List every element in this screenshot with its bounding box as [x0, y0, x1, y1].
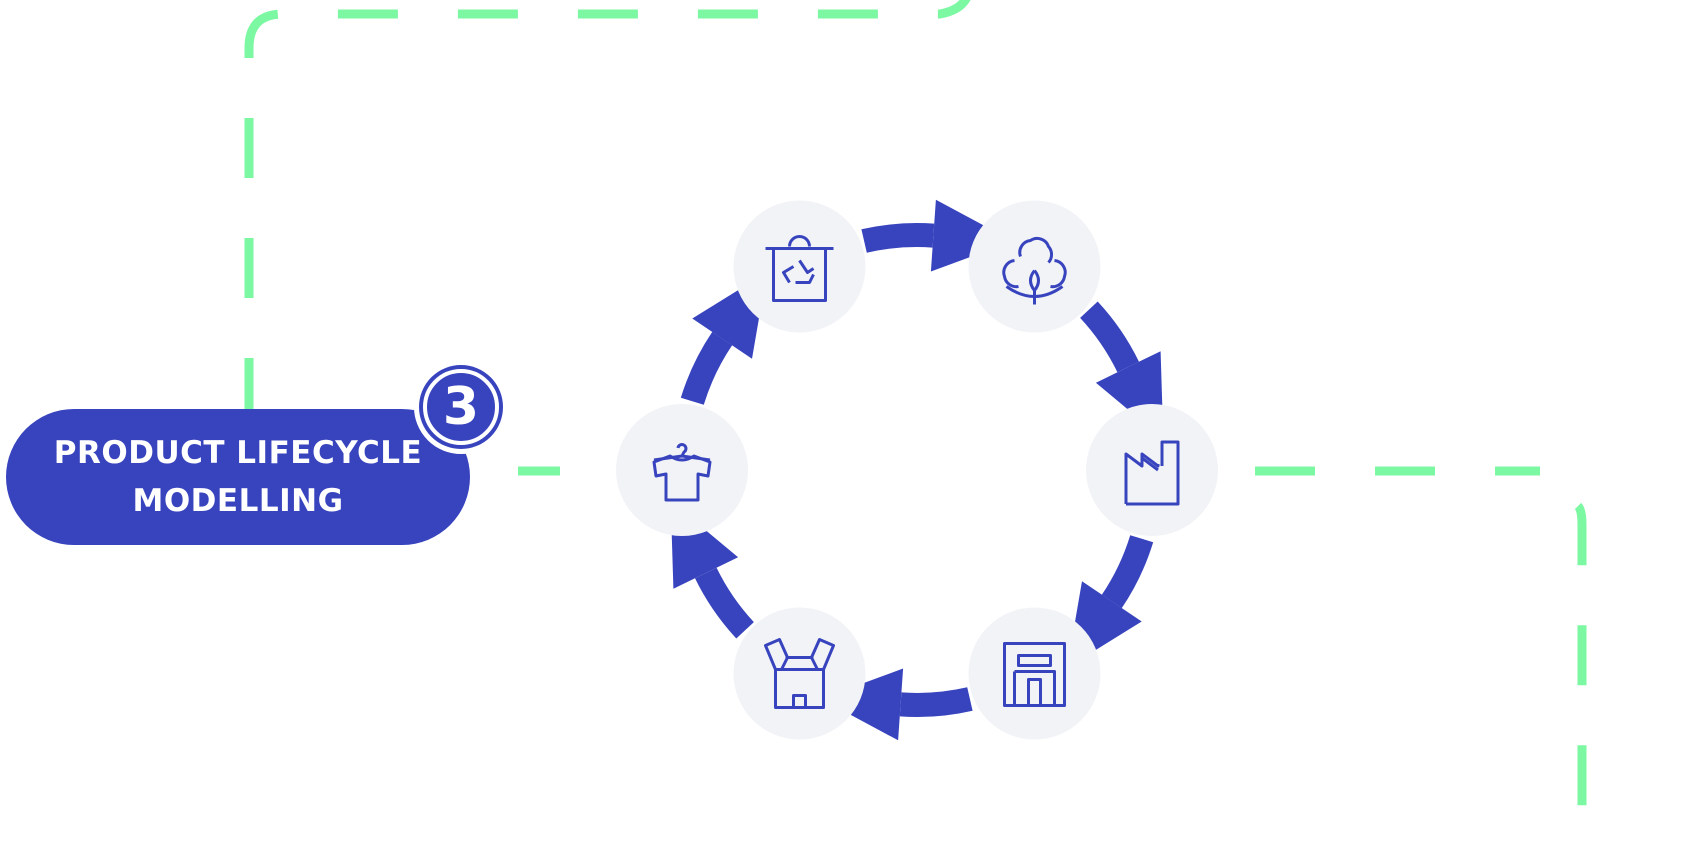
title-line-2: MODELLING	[132, 483, 344, 519]
cycle-node-circle	[733, 607, 866, 740]
shirt-on-hanger-icon	[652, 443, 712, 502]
cycle-node	[968, 607, 1101, 740]
cycle-node	[733, 607, 866, 740]
cycle-node	[616, 404, 748, 536]
dashed-connector-left	[244, 0, 971, 476]
cycle-arrowhead	[930, 199, 1014, 272]
cycle-arc	[1079, 301, 1139, 373]
cycle-node-circle	[968, 200, 1101, 333]
cycle-node	[1086, 404, 1218, 536]
step-badge: 3	[414, 360, 508, 454]
cycle-node	[733, 200, 866, 333]
title-pill: PRODUCT LIFECYCLE MODELLING	[6, 409, 470, 545]
cycle-node-circle	[616, 404, 748, 536]
storefront-icon	[1003, 642, 1066, 707]
cycle-node	[968, 200, 1101, 333]
shipping-box-icon	[764, 638, 835, 709]
cycle-arrowhead	[820, 668, 904, 741]
cotton-plant-icon	[1002, 237, 1067, 305]
cycle-node-circle	[1086, 404, 1218, 536]
cycle-node-circle	[733, 200, 866, 333]
cycle-arc	[899, 687, 973, 717]
cycle-arc	[1101, 534, 1154, 609]
factory-icon	[1124, 440, 1180, 506]
recycle-bin-icon	[765, 235, 834, 302]
cycle-nodes	[616, 200, 1218, 740]
cycle-node-circle	[968, 607, 1101, 740]
title-line-1: PRODUCT LIFECYCLE	[53, 435, 423, 471]
cycle-arc	[680, 331, 733, 406]
step-number: 3	[423, 369, 499, 445]
cycle-arrows	[680, 223, 1154, 717]
cycle-arc	[861, 223, 935, 253]
dashed-connector-right	[1255, 466, 1587, 810]
cycle-arc	[695, 567, 755, 639]
